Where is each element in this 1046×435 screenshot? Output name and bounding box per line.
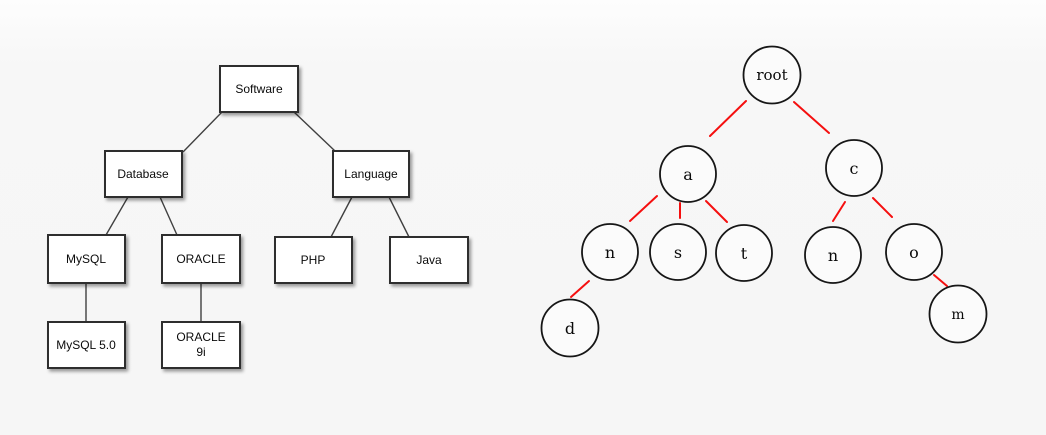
n1-circle	[581, 223, 639, 281]
software-box	[219, 65, 299, 113]
software-label: Software	[235, 82, 283, 96]
language-box	[332, 150, 410, 198]
edge-n-d	[570, 280, 590, 298]
oracle-box	[161, 234, 241, 284]
c-label: c	[850, 159, 859, 178]
php-label: PHP	[301, 253, 326, 267]
edge-language-php	[330, 196, 353, 238]
n1-label: n	[605, 243, 615, 262]
n2-label: n	[828, 246, 838, 265]
o-circle	[885, 223, 943, 281]
edge-a-n	[629, 195, 658, 222]
trie-node-root: root	[742, 45, 802, 105]
oracle9i-label-line2: 9i	[196, 345, 205, 359]
language-label: Language	[344, 167, 398, 181]
letter-trie-diagram: root a c n s t	[540, 45, 988, 358]
root-label: root	[756, 66, 787, 84]
mysql-box	[47, 234, 126, 284]
s-circle	[649, 223, 707, 281]
n2-circle	[804, 226, 862, 284]
node-language: Language	[332, 150, 410, 198]
mysql50-box	[47, 321, 126, 369]
trie-node-t: t	[715, 224, 773, 282]
trie-node-m: m	[928, 284, 988, 344]
trie-node-a: a	[659, 145, 717, 203]
edge-database-mysql	[105, 196, 129, 236]
edge-c-n	[832, 201, 846, 222]
c-circle	[825, 139, 883, 197]
trie-node-c: c	[825, 139, 883, 197]
s-label: s	[674, 243, 682, 262]
m-circle	[928, 284, 988, 344]
o-label: o	[909, 243, 919, 262]
php-box	[274, 236, 353, 284]
edge-language-java	[388, 196, 410, 238]
trie-node-n2: n	[804, 226, 862, 284]
edge-root-c	[793, 101, 830, 134]
t-circle	[715, 224, 773, 282]
database-label: Database	[117, 167, 169, 181]
node-oracle: ORACLE	[161, 234, 241, 284]
edge-software-language	[293, 111, 336, 152]
node-mysql: MySQL	[47, 234, 126, 284]
oracle9i-box	[161, 321, 241, 369]
node-software: Software	[219, 65, 299, 113]
a-circle	[659, 145, 717, 203]
edge-root-a	[709, 100, 747, 137]
trie-node-o: o	[885, 223, 943, 281]
mysql-label: MySQL	[66, 252, 106, 266]
software-hierarchy-diagram: Software Database Language MySQL ORACLE …	[47, 65, 469, 369]
trie-node-n1: n	[581, 223, 639, 281]
edge-c-o	[872, 197, 893, 218]
trie-node-s: s	[649, 223, 707, 281]
t-label: t	[741, 244, 748, 263]
root-circle	[742, 45, 802, 105]
node-php: PHP	[274, 236, 353, 284]
node-database: Database	[104, 150, 183, 198]
oracle-label: ORACLE	[176, 252, 225, 266]
mysql50-label: MySQL 5.0	[56, 338, 116, 352]
java-box	[389, 236, 469, 284]
m-label: m	[951, 307, 964, 323]
node-oracle9i: ORACLE 9i	[161, 321, 241, 369]
edge-database-oracle	[159, 196, 178, 236]
d-circle	[540, 298, 600, 358]
node-mysql50: MySQL 5.0	[47, 321, 126, 369]
oracle9i-label-line1: ORACLE	[176, 330, 225, 344]
java-label: Java	[416, 253, 442, 267]
trie-node-d: d	[540, 298, 600, 358]
edge-software-database	[182, 111, 223, 153]
edge-a-t	[705, 200, 728, 223]
a-label: a	[683, 165, 693, 184]
node-java: Java	[389, 236, 469, 284]
edge-o-m	[933, 274, 948, 287]
d-label: d	[565, 319, 575, 338]
database-box	[104, 150, 183, 198]
